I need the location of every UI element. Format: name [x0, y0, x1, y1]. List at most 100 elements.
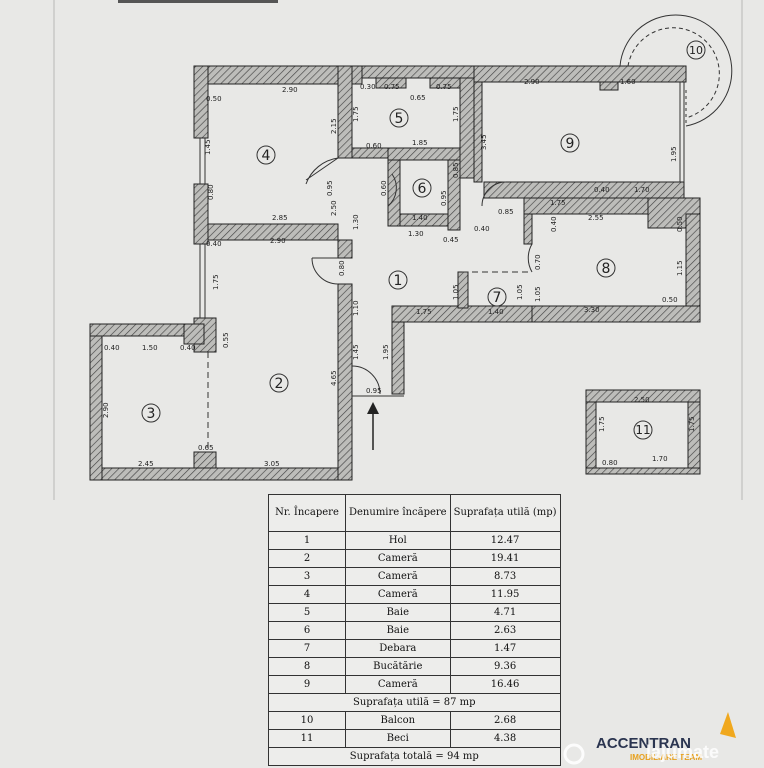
cell-nr: 9	[268, 675, 346, 694]
dim-label: 0.40	[550, 216, 558, 232]
dim-label: 3.30	[584, 306, 600, 314]
dim-label: 1.45	[204, 139, 212, 155]
entry-arrow-icon	[367, 402, 379, 450]
room-number-3: 3	[147, 406, 156, 422]
dim-label: 0.65	[410, 94, 426, 102]
watermark-logo: ACCENTRAN IMOBILIARE TEAM lajumate	[563, 712, 736, 765]
dim-label: 0.80	[207, 184, 215, 200]
room-number-2: 2	[275, 376, 284, 392]
subtotal-row: Suprafața utilă = 87 mp	[268, 693, 561, 712]
dim-label: 1.75	[550, 199, 566, 207]
cell-area: 11.95	[449, 585, 561, 604]
cell-nr: 6	[268, 621, 346, 640]
dim-label: 0.40	[206, 240, 222, 248]
dim-label: 2.50	[634, 396, 650, 404]
room-number-6: 6	[418, 181, 427, 197]
cell-nr: 10	[268, 711, 346, 730]
dim-label: 0.95	[440, 190, 448, 206]
total-row: Suprafața totală = 94 mp	[268, 747, 561, 766]
logo-sub: IMOBILIARE TEAM	[630, 753, 702, 762]
cell-area: 2.68	[449, 711, 561, 730]
dim-label: 1.75	[598, 416, 606, 432]
dim-label: 0.60	[380, 180, 388, 196]
cell-area: 9.36	[449, 657, 561, 676]
table-header-row: Nr. Încapere Denumire încăpere Suprafața…	[268, 494, 561, 532]
dimension-labels: 2.90 0.50 1.45 0.80 2.15 2.85 2.50 0.30 …	[102, 78, 696, 468]
dim-label: 1.95	[670, 146, 678, 162]
dim-label: 1.30	[408, 230, 424, 238]
cell-name: Beci	[345, 729, 451, 748]
dim-label: 1.45	[352, 344, 360, 360]
dim-label: 0.50	[662, 296, 678, 304]
dim-label: 1.30	[352, 214, 360, 230]
cell-nr: 3	[268, 567, 346, 586]
logo-brand: ACCENTRAN	[596, 735, 691, 752]
floor-plan: 1 2 3 4 5 6 7 8 9 10 11 2.90 0.50 1.45 0…	[53, 0, 743, 500]
cell-nr: 11	[268, 729, 346, 748]
dim-label: 1.70	[652, 455, 668, 463]
dim-label: 1.10	[352, 300, 360, 316]
cell-nr: 5	[268, 603, 346, 622]
dim-label: 0.55	[222, 332, 230, 348]
dim-label: 1.75	[452, 106, 460, 122]
dim-label: 2.85	[272, 214, 288, 222]
dim-label: 0.75	[384, 83, 400, 91]
dim-label: 0.50	[676, 216, 684, 232]
cell-area: 19.41	[449, 549, 561, 568]
dim-label: 2.90	[282, 86, 298, 94]
cell-name: Cameră	[345, 567, 451, 586]
dim-label: 0.50	[206, 95, 222, 103]
room-number-4: 4	[262, 148, 271, 164]
dim-label: 1.75	[212, 274, 220, 290]
logo-flame-icon	[720, 712, 736, 738]
dim-label: 0.60	[366, 142, 382, 150]
dim-label: 2.90	[524, 78, 540, 86]
dim-label: 4.65	[330, 370, 338, 386]
cell-area: 16.46	[449, 675, 561, 694]
rooms-table: Nr. Încapere Denumire încăpere Suprafața…	[268, 494, 561, 766]
dim-label: 1.70	[634, 186, 650, 194]
cell-name: Balcon	[345, 711, 451, 730]
room-number-10: 10	[689, 44, 703, 57]
dim-label: 1.40	[412, 214, 428, 222]
dim-label: 1.40	[488, 308, 504, 316]
room-number-5: 5	[395, 111, 404, 127]
room-number-11: 11	[635, 423, 650, 437]
lajumate-icon	[563, 743, 585, 765]
cell-name: Cameră	[345, 585, 451, 604]
dim-label: 0.40	[104, 344, 120, 352]
cell-name: Cameră	[345, 675, 451, 694]
dim-label: 0.80	[338, 260, 346, 276]
subtotal-cell: Suprafața utilă = 87 mp	[268, 693, 561, 712]
dim-label: 2.15	[330, 118, 338, 134]
room-number-9: 9	[566, 136, 575, 152]
dim-label: 0.75	[436, 83, 452, 91]
dim-label: 1.75	[688, 416, 696, 432]
cell-area: 1.47	[449, 639, 561, 658]
dim-label: 0.65	[198, 444, 214, 452]
dim-label: 2.55	[588, 214, 604, 222]
dim-label: 1.85	[412, 139, 428, 147]
dim-label: 1.50	[142, 344, 158, 352]
dim-label: 1.60	[620, 78, 636, 86]
dim-label: 2.45	[138, 460, 154, 468]
cell-name: Baie	[345, 621, 451, 640]
cell-nr: 4	[268, 585, 346, 604]
cell-area: 2.63	[449, 621, 561, 640]
cell-name: Baie	[345, 603, 451, 622]
dim-label: 3.05	[264, 460, 280, 468]
dim-label: 1.75	[416, 308, 432, 316]
cell-name: Hol	[345, 531, 451, 550]
room-number-8: 8	[602, 261, 611, 277]
dim-label: 0.40	[474, 225, 490, 233]
walls	[89, 65, 701, 481]
header-area: Suprafața utilă (mp)	[449, 494, 561, 532]
cell-nr: 7	[268, 639, 346, 658]
